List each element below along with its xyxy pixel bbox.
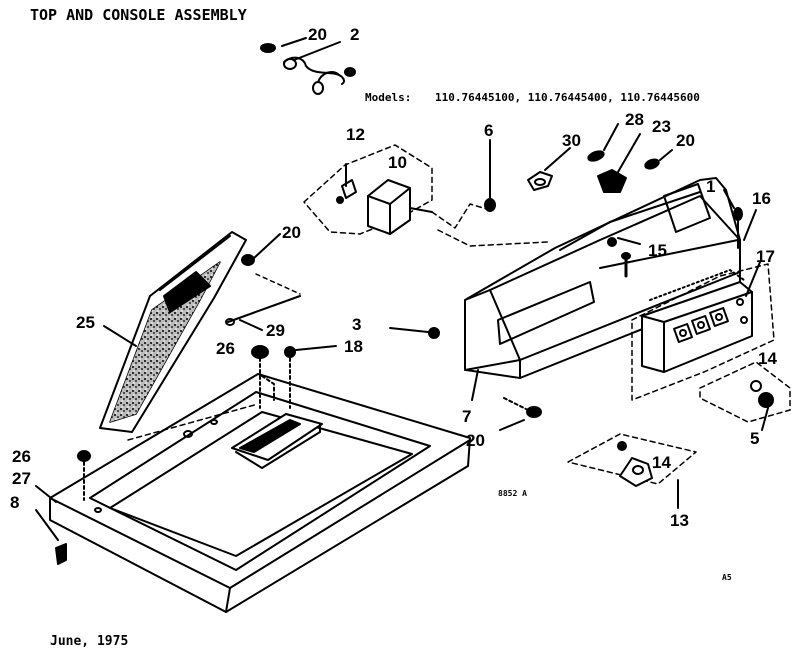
callout-2: 2 [350,25,359,44]
leader-2 [293,41,341,61]
glide-8 [55,543,67,565]
callout-5: 5 [750,429,759,448]
screw-6 [484,198,496,212]
lint-filter [99,231,247,433]
date-label: June, 1975 [50,634,128,649]
callout-28: 28 [625,110,644,129]
leader-8 [35,509,59,541]
callout-25: 25 [76,313,95,332]
callout-16: 16 [752,189,771,208]
callout-26-b: 26 [12,447,31,466]
leader-1 [723,189,735,209]
callout-30: 30 [562,131,581,150]
callout-1: 1 [706,177,715,196]
callout-14-a: 14 [758,349,777,368]
control-panel-dashed [631,263,775,401]
timer-motor [336,163,433,235]
callout-8: 8 [10,493,19,512]
switch-15 [607,237,641,278]
control-panel [641,269,753,373]
leader-27 [35,485,57,503]
spring-14 [750,380,762,392]
knob-30 [527,171,553,191]
leader-5 [761,407,769,431]
screw-20-top [644,158,660,170]
leader-3 [389,327,429,333]
callout-14-b: 14 [652,453,671,472]
callout-13: 13 [670,511,689,530]
callout-26-a: 26 [216,339,235,358]
leader-20-a [281,37,307,47]
screw-28 [587,150,605,162]
callout-6: 6 [484,121,493,140]
callout-20-b: 20 [676,131,695,150]
leader-25 [103,325,137,347]
screw-20-left [241,254,255,266]
screw-26-top [251,345,269,359]
callout-10: 10 [388,153,407,172]
screw-1 [733,207,743,221]
models-label: Models: [365,91,411,104]
callout-17: 17 [756,247,775,266]
page-code: A5 [722,573,732,582]
leader-7 [471,369,479,401]
models-list: 110.76445100, 110.76445400, 110.76445600 [435,91,700,104]
console-panel [464,177,741,379]
leader-16 [743,209,757,241]
callout-20-c: 20 [282,223,301,242]
knob-group-dashed [699,361,791,423]
callout-20-a: 20 [308,25,327,44]
leader-18 [295,345,337,351]
reference-code: 8852 A [498,489,527,498]
cable-clamp-part [260,43,356,95]
screw-26-left [77,450,91,462]
callout-20-d: 20 [466,431,485,450]
callout-18: 18 [344,337,363,356]
callout-7: 7 [462,407,471,426]
timer-enclosure-dashed [303,144,433,235]
screw-18 [284,346,296,358]
callout-23: 23 [652,117,671,136]
screw-20-bottom [526,406,542,418]
leader-17 [745,261,761,297]
callout-27: 27 [12,469,31,488]
screw-3 [428,327,440,339]
switch-23 [597,133,641,193]
callout-15: 15 [648,241,667,260]
callout-12: 12 [346,125,365,144]
diagram-title: TOP AND CONSOLE ASSEMBLY [30,6,247,24]
callout-29: 29 [266,321,285,340]
top-panel [49,373,471,613]
rod-29 [227,295,301,323]
callout-3: 3 [352,315,361,334]
bracket-13 [617,441,653,487]
knob-5 [758,392,774,408]
